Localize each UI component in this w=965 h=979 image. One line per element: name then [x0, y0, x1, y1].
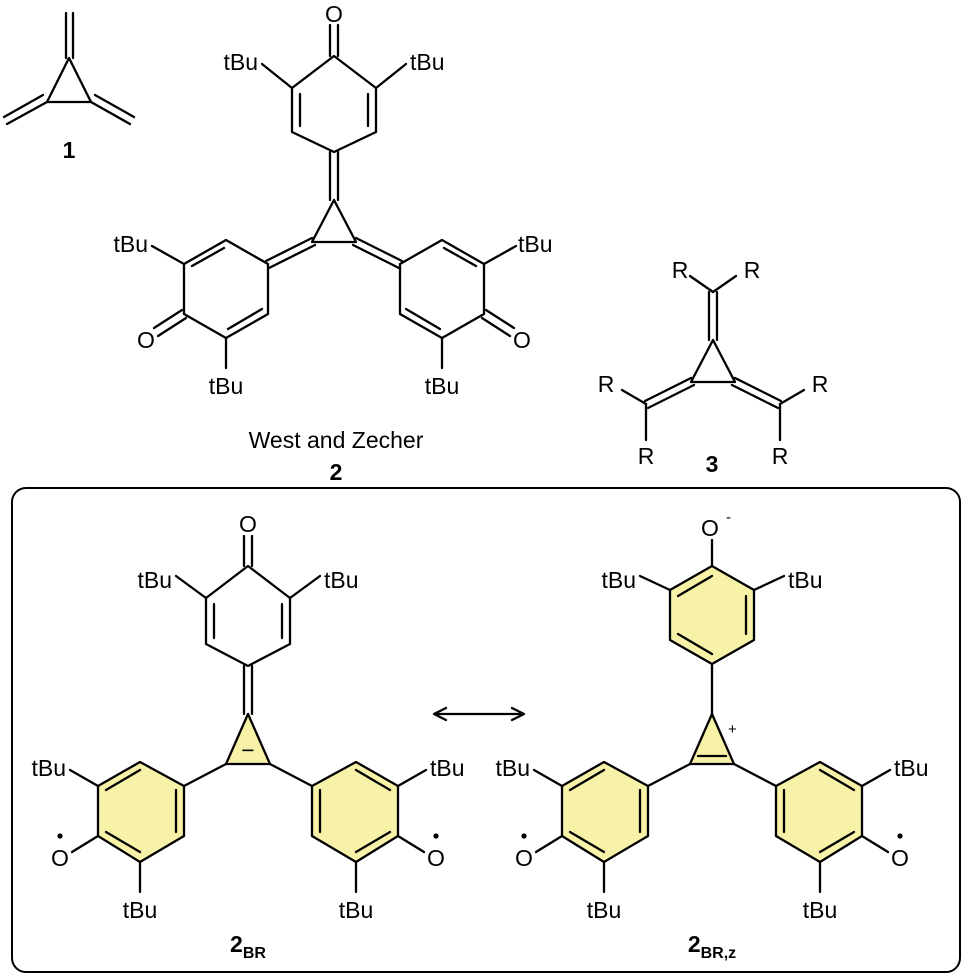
substituent-r: R [744, 257, 761, 283]
atom-o: O [891, 845, 909, 871]
radical-dot [433, 833, 439, 839]
compound-2br-label: 2BR [230, 931, 266, 962]
substituent-tbu: tBu [587, 897, 622, 923]
atom-o: O [51, 845, 69, 871]
compound-2br: O tBu tBu − tBu O tBu tBu O t [31, 511, 464, 962]
resonance-box [11, 487, 961, 973]
atom-o: O [513, 327, 531, 353]
substituent-tbu: tBu [113, 231, 148, 257]
substituent-tbu: tBu [425, 373, 460, 399]
negative-charge: - [726, 509, 731, 526]
substituent-tbu: tBu [788, 567, 823, 593]
atom-o: O [137, 327, 155, 353]
negative-charge: − [241, 737, 254, 763]
compound-2: O tBu tBu tBu O tBu tBu O tBu [113, 1, 552, 485]
substituent-tbu: tBu [223, 49, 258, 75]
substituent-r: R [598, 371, 615, 397]
resonance-arrow [432, 706, 526, 722]
atom-o: O [701, 515, 719, 541]
atom-o: O [325, 1, 343, 27]
atom-o: O [515, 845, 533, 871]
radical-dot [897, 833, 903, 839]
substituent-tbu: tBu [123, 897, 158, 923]
substituent-r: R [638, 443, 655, 469]
substituent-tbu: tBu [803, 897, 838, 923]
compound-1: 1 [2, 11, 136, 163]
compound-3: R R R R R R 3 [598, 257, 829, 477]
substituent-tbu: tBu [495, 755, 530, 781]
compound-1-number: 1 [63, 137, 76, 163]
substituent-tbu: tBu [430, 755, 465, 781]
substituent-tbu: tBu [601, 567, 636, 593]
substituent-tbu: tBu [339, 897, 374, 923]
substituent-r: R [672, 257, 689, 283]
substituent-r: R [812, 371, 829, 397]
substituent-tbu: tBu [137, 567, 172, 593]
substituent-tbu: tBu [31, 755, 66, 781]
compound-2brz: O - tBu tBu + tBu O tBu tBu O [495, 509, 928, 962]
positive-charge: + [728, 721, 737, 738]
substituent-r: R [772, 443, 789, 469]
substituent-tbu: tBu [894, 755, 929, 781]
substituent-tbu: tBu [324, 567, 359, 593]
compound-2-caption: West and Zecher [249, 427, 424, 453]
compound-3-number: 3 [706, 451, 719, 477]
radical-dot [521, 833, 527, 839]
substituent-tbu: tBu [209, 373, 244, 399]
substituent-tbu: tBu [518, 231, 553, 257]
atom-o: O [427, 845, 445, 871]
compound-2brz-label: 2BR,z [688, 931, 736, 962]
substituent-tbu: tBu [410, 49, 445, 75]
radical-dot [57, 833, 63, 839]
atom-o: O [239, 511, 257, 537]
compound-2-number: 2 [330, 459, 343, 485]
